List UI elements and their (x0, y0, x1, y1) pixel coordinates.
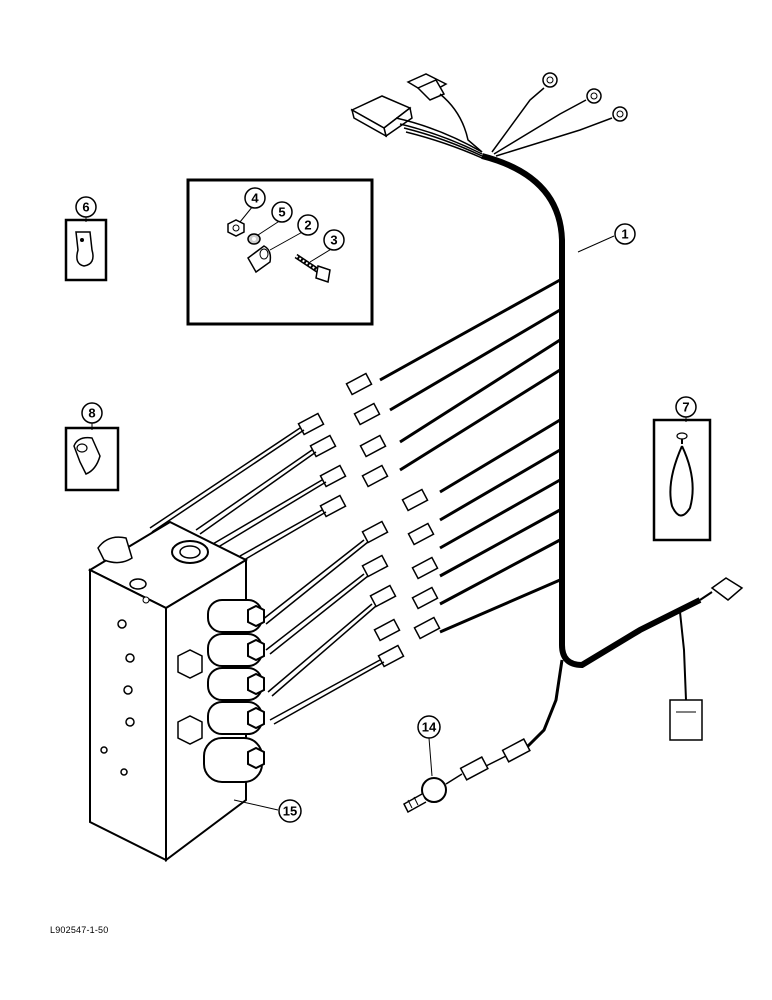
strap-7-box: 7 (652, 396, 712, 542)
clamp-part (247, 245, 272, 274)
svg-text:7: 7 (682, 400, 689, 415)
svg-text:3: 3 (330, 233, 337, 248)
callout-7: 7 (675, 396, 697, 418)
connector-pairs (297, 372, 441, 668)
main-connector-group (350, 72, 628, 159)
control-valve: 15 (87, 520, 302, 862)
valve-leads (149, 427, 385, 725)
main-harness: 1 (481, 153, 744, 741)
clip-6-box: 6 (64, 196, 108, 282)
svg-text:4: 4 (251, 191, 259, 206)
nut-part (227, 219, 245, 237)
svg-text:14: 14 (422, 720, 437, 735)
callout-5: 5 (271, 201, 293, 223)
figure-code: L902547-1-50 (50, 925, 109, 935)
svg-text:2: 2 (304, 218, 311, 233)
callout-4: 4 (244, 187, 266, 209)
svg-text:6: 6 (82, 200, 89, 215)
branch-wires (379, 278, 561, 634)
bolt-part (294, 253, 331, 283)
washer-part (247, 233, 261, 245)
sender-branch: 14 (403, 659, 564, 814)
solenoid-stack (203, 599, 265, 783)
svg-text:8: 8 (88, 406, 95, 421)
callout-2: 2 (297, 214, 319, 236)
svg-text:15: 15 (283, 804, 297, 819)
callout-14: 14 (417, 715, 441, 739)
callout-1: 1 (614, 223, 636, 245)
callout-3: 3 (323, 229, 345, 251)
svg-text:1: 1 (621, 227, 628, 242)
callout-6: 6 (75, 196, 97, 218)
svg-text:5: 5 (278, 205, 285, 220)
clip-8-box: 8 (64, 402, 120, 492)
sender-part (403, 777, 447, 814)
callout-8: 8 (81, 402, 103, 424)
hardware-inset: 4 5 2 3 (186, 178, 374, 326)
callout-15: 15 (278, 799, 302, 823)
